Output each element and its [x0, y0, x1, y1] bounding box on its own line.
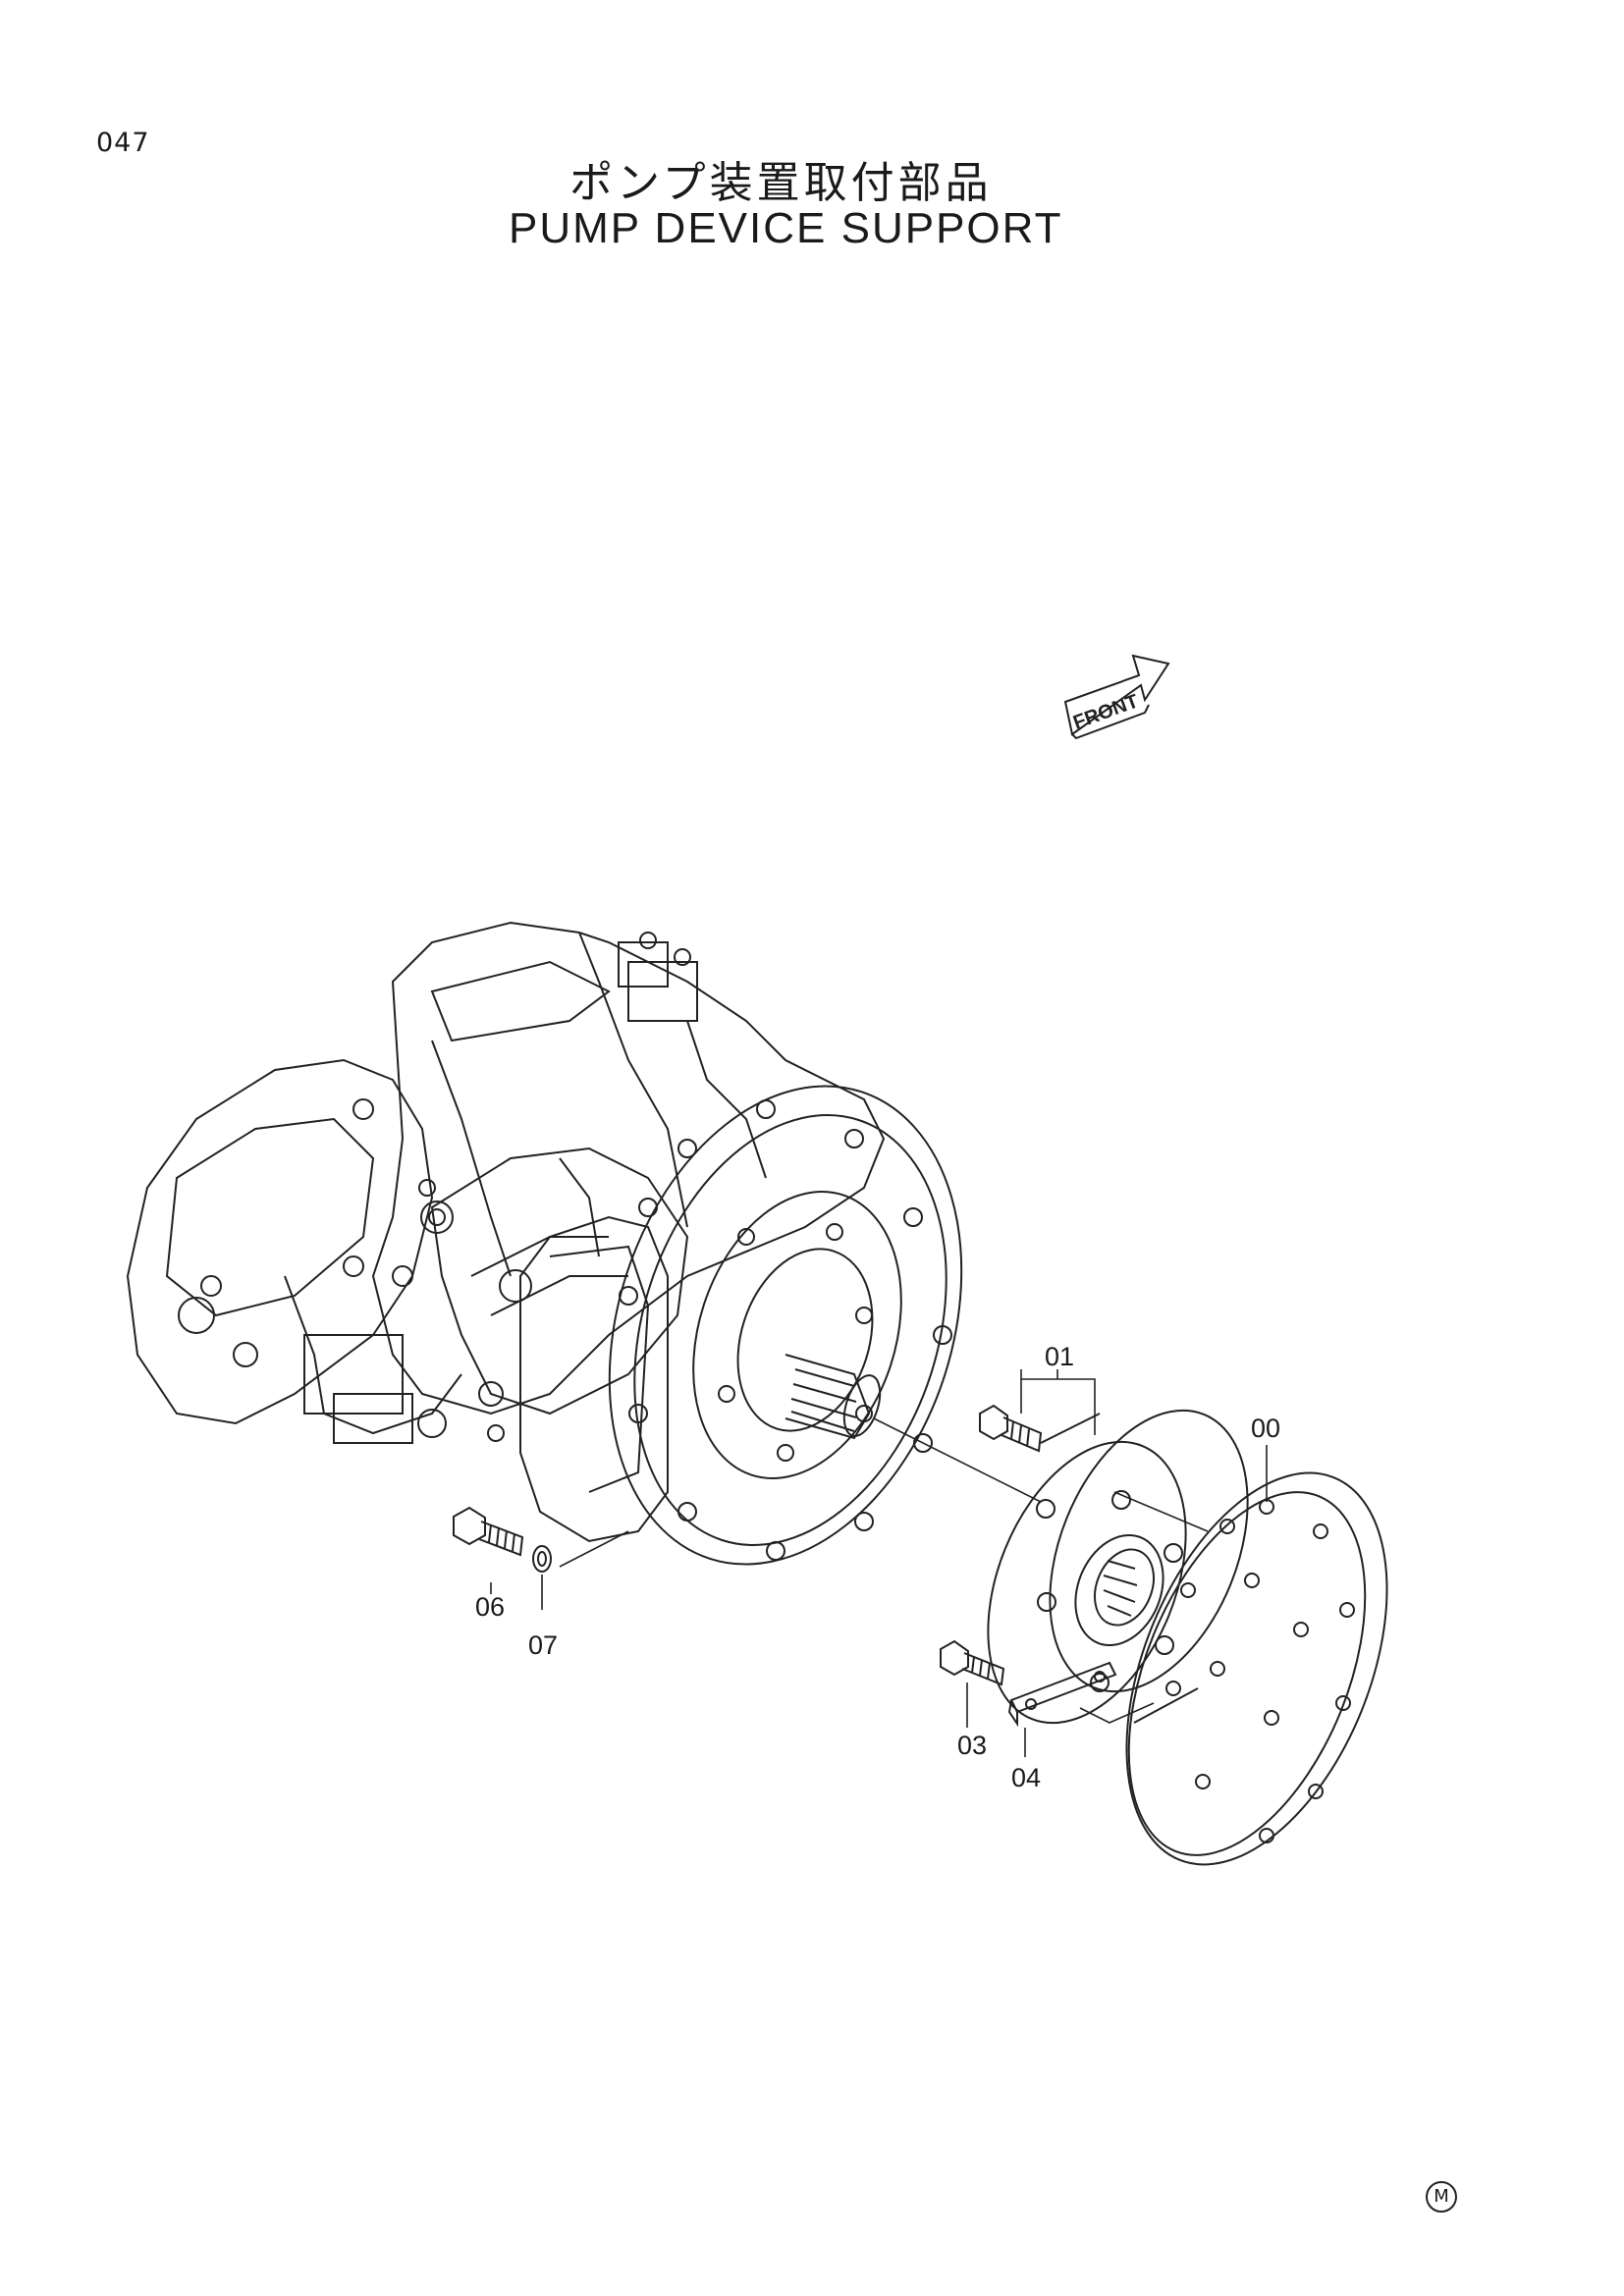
flywheel-plate-part: [1125, 1471, 1388, 1866]
callout-07: 07: [528, 1630, 559, 1660]
lock-plate-part: [1007, 1661, 1117, 1728]
manufacturer-mark: M: [1426, 2181, 1457, 2213]
washer-part: [532, 1545, 552, 1573]
page-number: 047: [96, 128, 150, 158]
mount-bolt-part: [453, 1506, 524, 1557]
title-japanese: ポンプ装置取付部品: [569, 158, 993, 208]
callout-06: 06: [475, 1592, 506, 1622]
callout-01: 01: [1045, 1342, 1075, 1371]
callout-00: 00: [1251, 1414, 1281, 1443]
callout-04: 04: [1011, 1763, 1042, 1792]
hydraulic-pump-assembly: [126, 921, 963, 1566]
coupling-bolt-part: [979, 1404, 1043, 1453]
coupling-part: [987, 1409, 1249, 1725]
title-english: PUMP DEVICE SUPPORT: [509, 204, 1063, 252]
lock-bolt-part: [940, 1639, 1005, 1686]
leader-lines: [490, 1369, 1268, 1757]
front-arrow-icon: FRONT: [1063, 654, 1170, 740]
callout-03: 03: [957, 1731, 988, 1760]
